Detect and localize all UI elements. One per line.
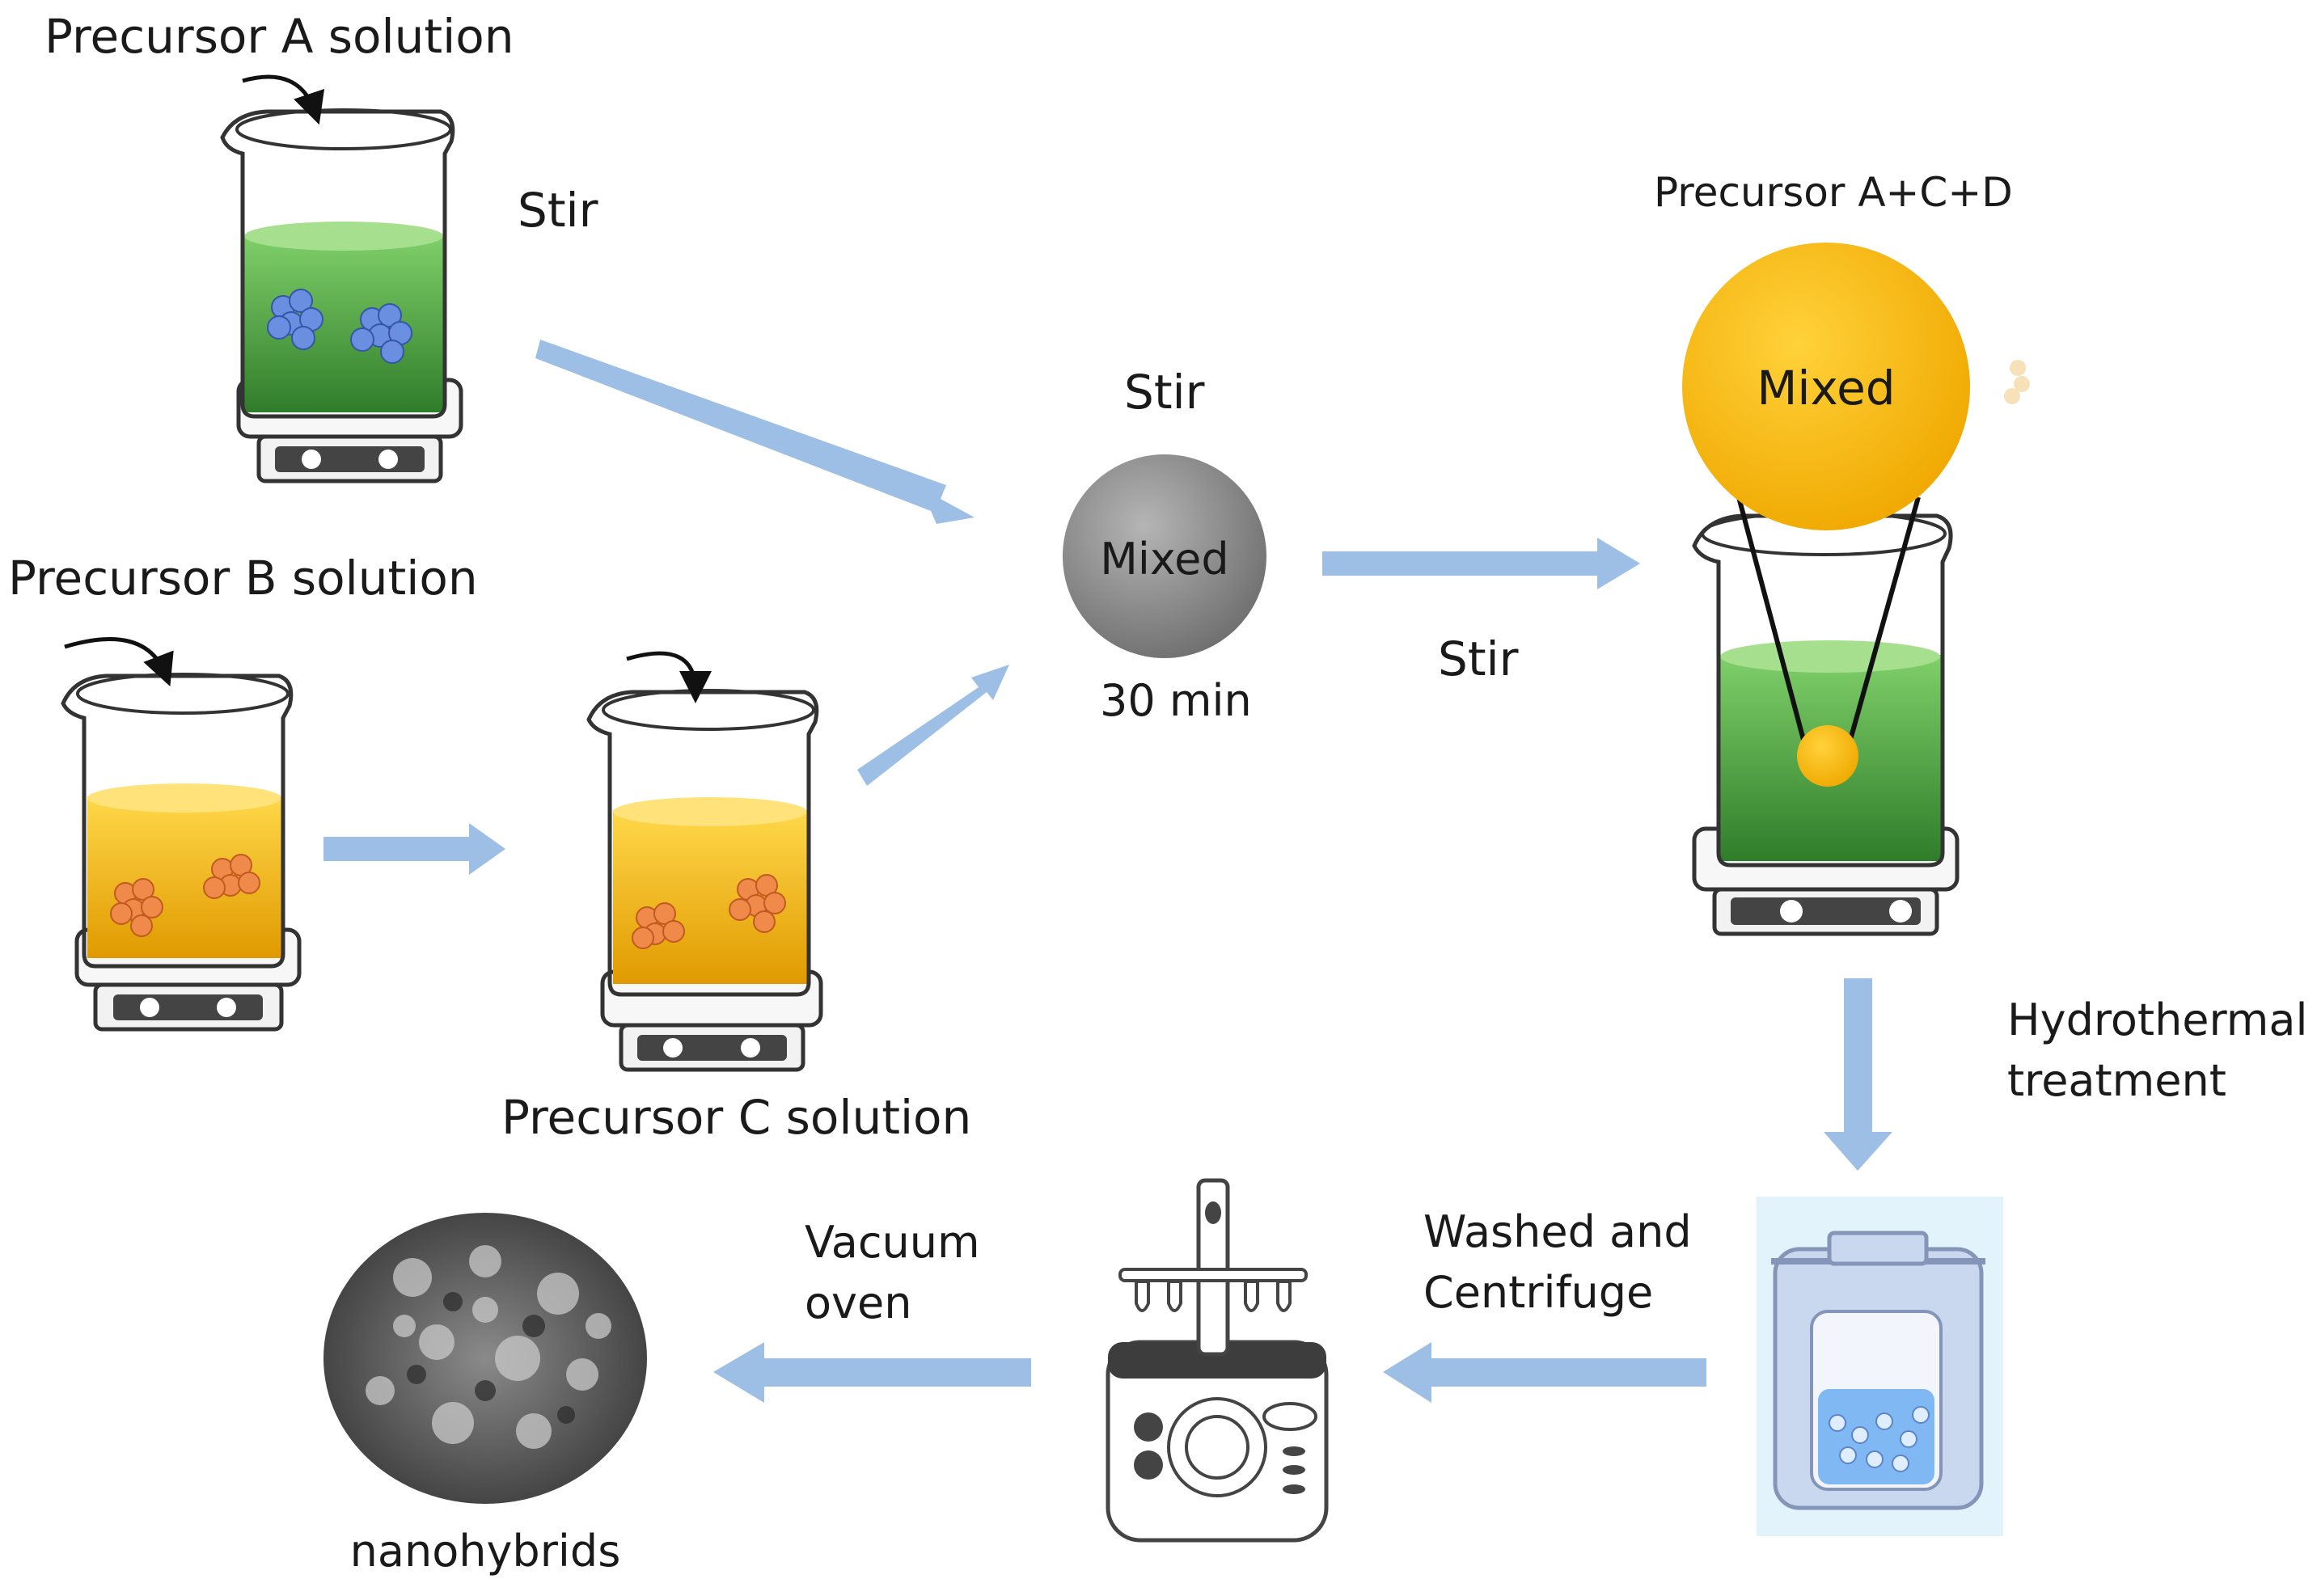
orange-particles-icon: [110, 854, 260, 937]
beaker-icon: [586, 690, 819, 997]
orange-particles-icon: [632, 874, 786, 949]
stir-arrow-icon: [626, 651, 712, 703]
autoclave-icon: [1757, 1197, 2003, 1536]
hotplate-icon: [600, 969, 823, 1072]
beaker-acd-group: [1692, 360, 2030, 936]
arrow-b-to-c: [323, 823, 505, 875]
beaker-c-group: [586, 651, 823, 1072]
stir-label-1: Stir: [518, 183, 598, 238]
bubbles-icon: [2004, 360, 2030, 404]
vacuum-label-line1: Vacuum: [805, 1217, 980, 1268]
centrifuge-icon: [1106, 1178, 1329, 1543]
stir-arrow-icon: [242, 74, 325, 125]
hydrothermal-label-line2: treatment: [2007, 1055, 2226, 1106]
arrow-to-centrifuge: [1383, 1342, 1706, 1403]
beaker-a-group: [220, 74, 463, 483]
beaker-icon: [220, 109, 455, 419]
mixed-gold-label: Mixed: [1757, 361, 1895, 416]
beaker-b-group: [61, 637, 302, 1032]
product-label: nanohybrids: [350, 1526, 621, 1577]
vacuum-label-line2: oven: [805, 1277, 911, 1328]
flow-arrows: [323, 340, 1892, 1403]
precursor-acd-label: Precursor A+C+D: [1654, 169, 2013, 216]
stir-label-3: Stir: [1438, 631, 1519, 686]
beaker-icon: [61, 673, 294, 969]
precursor-a-label: Precursor A solution: [44, 9, 514, 64]
hydrothermal-label-line1: Hydrothermal: [2007, 994, 2307, 1045]
wash-label-line1: Washed and: [1423, 1206, 1692, 1257]
arrow-to-product: [713, 1342, 1031, 1403]
arrow-c-to-mixed: [857, 665, 1009, 786]
time-label: 30 min: [1100, 675, 1252, 726]
precursor-b-label: Precursor B solution: [8, 551, 478, 606]
stir-label-2: Stir: [1124, 365, 1205, 420]
blue-particles-icon: [267, 289, 412, 364]
mixed-gray-label: Mixed: [1100, 534, 1228, 585]
small-gold-droplet: [1797, 725, 1858, 787]
wash-label-line2: Centrifuge: [1423, 1267, 1653, 1318]
arrow-mixed-to-acd: [1322, 538, 1640, 589]
arrow-a-to-mixed: [535, 340, 975, 524]
precursor-c-label: Precursor C solution: [501, 1090, 971, 1145]
beaker-icon: [1692, 513, 1953, 868]
nanohybrid-sem-image: [323, 1213, 647, 1504]
arrow-down: [1824, 978, 1892, 1171]
mixed-gray-ball: [1063, 454, 1266, 658]
stir-arrow-icon: [64, 637, 174, 686]
mixed-gold-ball: [1682, 243, 1970, 530]
